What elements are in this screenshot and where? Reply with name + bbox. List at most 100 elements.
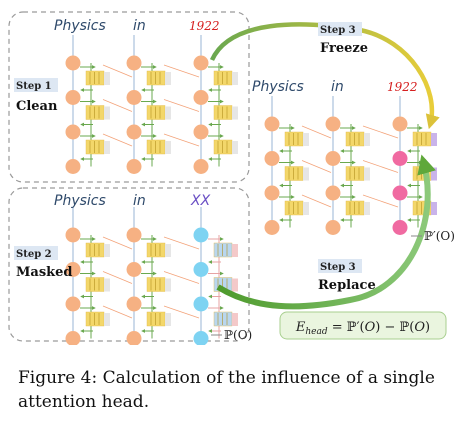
- mlp-block: [104, 141, 110, 154]
- mlp-block: [364, 133, 370, 146]
- hidden-state-node: [392, 185, 408, 201]
- attention-heads: [412, 131, 432, 147]
- attention-heads: [146, 139, 166, 155]
- hidden-state-node: [193, 159, 209, 174]
- cross-link: [102, 305, 133, 319]
- cross-link: [163, 271, 200, 284]
- attention-heads: [85, 70, 105, 86]
- hidden-state-node: [65, 262, 81, 277]
- step3-replace-label: Replace: [318, 278, 376, 293]
- attention-heads: [85, 277, 105, 292]
- token-year-clean: 1922: [189, 19, 220, 33]
- mlp-block: [165, 72, 171, 85]
- cross-link: [301, 160, 332, 173]
- cross-link: [163, 64, 200, 78]
- attention-heads: [284, 166, 304, 181]
- mlp-block: [104, 106, 110, 120]
- hidden-state-node: [126, 262, 142, 277]
- cross-link: [301, 125, 332, 139]
- mlp-block: [364, 202, 370, 215]
- hidden-state-node: [325, 151, 341, 166]
- token-physics-masked: Physics: [54, 193, 106, 209]
- step2-label: Masked: [16, 265, 73, 280]
- mlp-block: [364, 167, 370, 181]
- hidden-state-node: [264, 220, 280, 235]
- mlp-block: [104, 244, 110, 257]
- mlp-block: [303, 133, 309, 146]
- mlp-block: [232, 106, 238, 120]
- attention-heads: [146, 70, 166, 86]
- hidden-state-node: [264, 185, 280, 201]
- hidden-state-node: [126, 55, 142, 71]
- hidden-state-node: [126, 90, 142, 105]
- hidden-state-node: [65, 296, 81, 312]
- hidden-state-node: [392, 220, 408, 235]
- mlp-block: [232, 72, 238, 85]
- attention-heads: [213, 70, 233, 86]
- token-masked-xx: XX: [190, 193, 211, 209]
- mlp-block: [165, 106, 171, 120]
- cross-link: [301, 194, 332, 208]
- formula-box: [279, 311, 447, 340]
- hidden-state-node: [325, 116, 341, 132]
- attention-heads: [284, 200, 304, 216]
- freeze-arrow: [209, 22, 440, 130]
- attention-heads: [146, 105, 166, 120]
- attention-heads: [85, 105, 105, 120]
- hidden-state-node: [126, 331, 142, 345]
- replace-arrow: [216, 154, 436, 310]
- masked-probability: ℙ(O): [224, 328, 252, 342]
- attention-heads: [345, 131, 365, 147]
- attention-heads: [213, 105, 233, 120]
- step1-label: Clean: [16, 99, 58, 114]
- mlp-block: [104, 313, 110, 326]
- formula: Ehead = ℙ′(O) − ℙ(O): [295, 320, 430, 337]
- cross-link: [102, 133, 133, 147]
- hidden-state-node: [65, 124, 81, 140]
- step3-freeze-number: Step 3: [320, 25, 356, 36]
- mlp-block: [165, 313, 171, 326]
- cross-link: [163, 236, 200, 250]
- hidden-state-node: [65, 331, 81, 345]
- attention-heads: [85, 311, 105, 327]
- patched-head: [431, 167, 437, 181]
- attention-heads: [345, 166, 365, 181]
- hidden-state-node: [264, 116, 280, 132]
- attention-heads: [146, 242, 166, 258]
- hidden-state-node: [65, 159, 81, 174]
- attention-heads: [213, 311, 233, 327]
- attention-heads: [146, 277, 166, 292]
- step2-number: Step 2: [16, 249, 52, 260]
- patched-head: [232, 313, 238, 326]
- mlp-block: [303, 167, 309, 181]
- step1-number: Step 1: [16, 81, 52, 92]
- token-year-patched: 1922: [387, 80, 418, 94]
- patched-head: [431, 133, 437, 146]
- mlp-block: [165, 244, 171, 257]
- hidden-state-node: [65, 55, 81, 71]
- hidden-state-node: [193, 296, 209, 312]
- hidden-state-node: [193, 331, 209, 345]
- attention-heads: [85, 139, 105, 155]
- clean-run-box: [8, 11, 250, 183]
- mlp-block: [104, 278, 110, 292]
- token-in-clean: in: [133, 18, 146, 34]
- attention-heads: [284, 131, 304, 147]
- cross-link: [362, 194, 399, 208]
- cross-link: [102, 64, 133, 78]
- token-in-masked: in: [133, 193, 146, 209]
- step3-replace-number: Step 3: [320, 262, 356, 273]
- token-physics-patched: Physics: [252, 79, 304, 95]
- patched-probability: ℙ′(O): [424, 229, 455, 243]
- hidden-state-node: [126, 124, 142, 140]
- hidden-state-node: [65, 227, 81, 243]
- attention-heads: [213, 139, 233, 155]
- hidden-state-node: [193, 124, 209, 140]
- patched-head: [232, 278, 238, 292]
- attention-heads: [345, 200, 365, 216]
- cross-link: [362, 125, 399, 139]
- cross-link: [102, 236, 133, 250]
- hidden-state-node: [264, 151, 280, 166]
- mlp-block: [232, 141, 238, 154]
- mlp-block: [104, 72, 110, 85]
